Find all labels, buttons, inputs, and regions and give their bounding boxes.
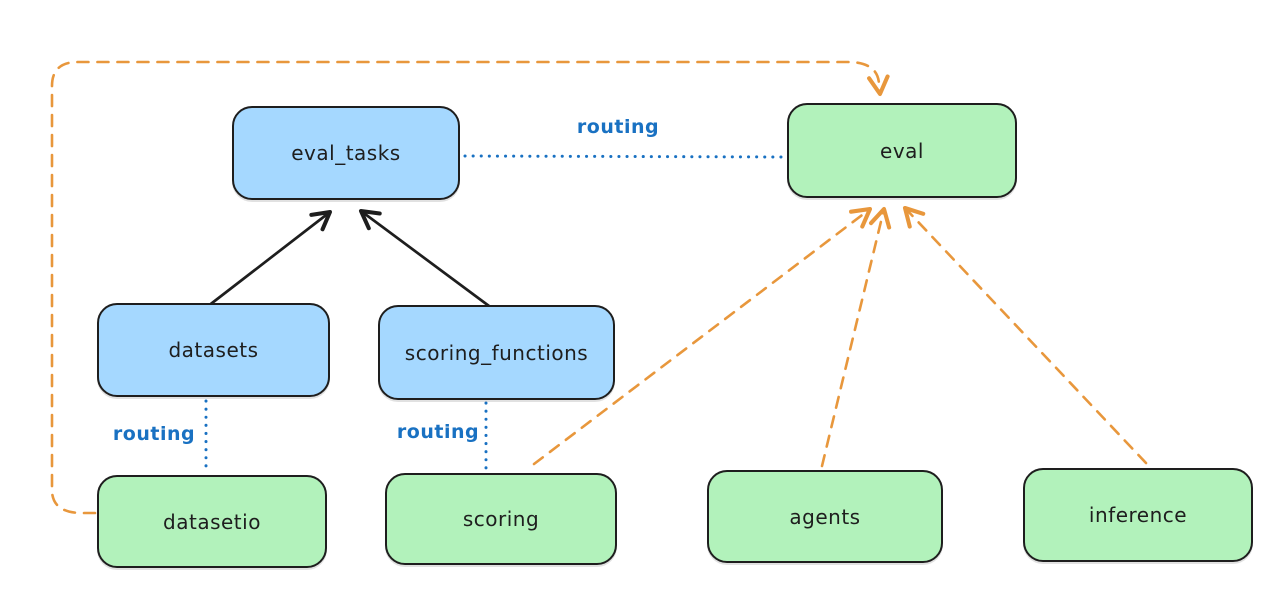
node-agents: agents (707, 470, 943, 563)
edge-datasetio-to-eval (50, 60, 890, 515)
node-eval: eval (787, 103, 1017, 198)
edge-scoring-functions-to-eval-tasks (358, 208, 491, 308)
node-scoring-functions: scoring_functions (378, 305, 615, 400)
edge-inference-to-eval (902, 205, 1148, 465)
node-eval-tasks-label: eval_tasks (291, 141, 401, 165)
node-datasets: datasets (97, 303, 330, 397)
node-datasets-label: datasets (168, 338, 259, 362)
edge-eval-tasks-to-eval-routing (463, 154, 786, 159)
routing-label-scoring-functions-scoring: routing (396, 421, 480, 443)
routing-label-eval-tasks-eval: routing (576, 116, 660, 138)
node-scoring-functions-label: scoring_functions (404, 340, 589, 365)
node-datasetio: datasetio (97, 475, 327, 568)
node-inference-label: inference (1088, 503, 1188, 527)
node-scoring: scoring (385, 473, 617, 565)
edge-agents-to-eval (820, 206, 892, 468)
node-inference: inference (1023, 468, 1253, 562)
edge-datasets-to-eval-tasks (201, 209, 333, 312)
routing-label-datasets-datasetio: routing (112, 423, 196, 445)
node-eval-label: eval (880, 138, 924, 163)
node-datasetio-label: datasetio (163, 509, 261, 534)
node-scoring-label: scoring (462, 507, 540, 531)
node-eval-tasks: eval_tasks (232, 106, 460, 200)
node-agents-label: agents (789, 504, 861, 529)
